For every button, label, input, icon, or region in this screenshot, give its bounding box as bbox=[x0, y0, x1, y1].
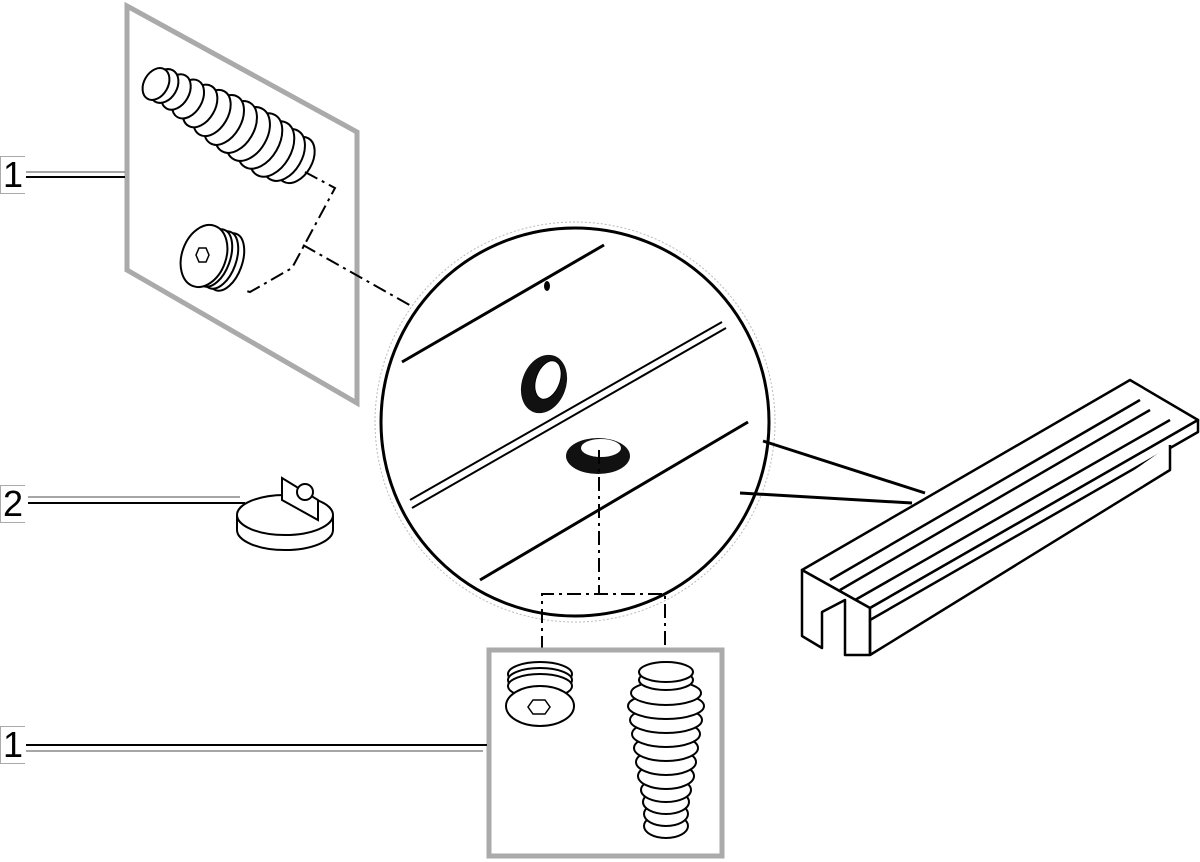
callout-leaders bbox=[26, 171, 487, 752]
hose-clamp bbox=[236, 476, 334, 551]
stepped-hose-nozzle-top bbox=[141, 67, 316, 185]
callout-label-1-top: 1 bbox=[0, 156, 26, 194]
waterfall-spillway-blade bbox=[800, 378, 1200, 657]
hex-socket-plug-bottom bbox=[505, 661, 575, 727]
stepped-hose-nozzle-bottom bbox=[627, 661, 705, 839]
top-parts-frame bbox=[124, 1, 360, 408]
detail-view-circle bbox=[374, 221, 776, 650]
bottom-parts-frame bbox=[486, 647, 725, 859]
callout-label-1-bottom: 1 bbox=[0, 726, 26, 764]
detail-leader-lines bbox=[739, 439, 926, 505]
callout-label-2: 2 bbox=[0, 485, 26, 523]
hex-socket-plug-top bbox=[179, 224, 246, 292]
